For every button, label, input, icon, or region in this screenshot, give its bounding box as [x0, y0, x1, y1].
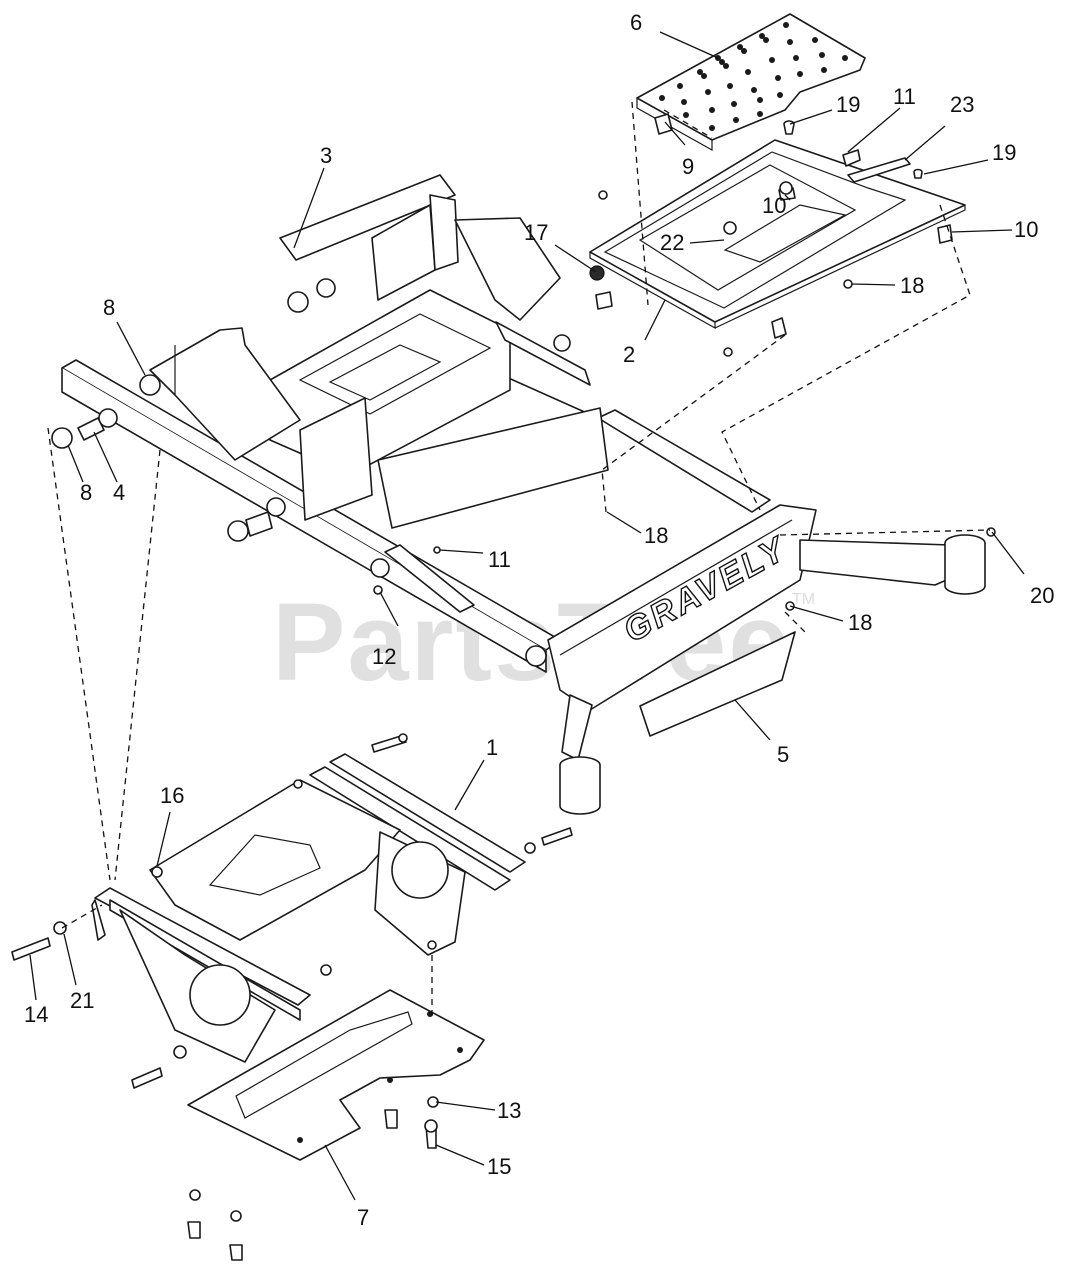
leader-lines	[29, 31, 1025, 1201]
callout-7: 7	[357, 1205, 369, 1230]
part-3-main-frame	[51, 174, 771, 673]
foot-plate-holes	[659, 22, 848, 131]
callout-8b: 8	[80, 480, 92, 505]
callout-11b: 12	[372, 644, 396, 669]
part-6-foot-plate	[636, 13, 866, 152]
callout-13: 13	[497, 1098, 521, 1123]
callout-8a: 8	[103, 295, 115, 320]
callout-20: 20	[1030, 583, 1054, 608]
watermark-trademark: TM	[792, 591, 815, 608]
callout-6: 6	[630, 10, 642, 35]
callout-11a: 11	[488, 547, 511, 572]
callout-16: 16	[160, 783, 184, 808]
callouts: 6 9 19 11 23 19 10 10 22 17 18 2 3 8 8 4…	[24, 10, 1054, 1230]
callout-1: 1	[486, 735, 498, 760]
assembly-lines	[47, 101, 991, 1020]
callout-5: 5	[777, 742, 789, 767]
callout-18a: 18	[900, 273, 924, 298]
part-1-seat-mount	[11, 733, 573, 1089]
callout-14: 14	[24, 1002, 48, 1027]
callout-23: 23	[950, 92, 974, 117]
callout-2: 2	[623, 342, 635, 367]
callout-4: 4	[113, 480, 125, 505]
callout-10a: 10	[762, 193, 786, 218]
callout-10b: 10	[1014, 217, 1038, 242]
callout-22: 22	[660, 230, 684, 255]
callout-18b: 18	[644, 523, 668, 548]
callout-9: 9	[682, 154, 694, 179]
lower-hardware	[187, 1096, 439, 1261]
callout-15: 15	[487, 1154, 511, 1179]
callout-19b: 19	[992, 140, 1016, 165]
callout-17: 17	[524, 220, 548, 245]
part-5-cover-plate	[639, 631, 796, 737]
callout-19a: 19	[836, 92, 860, 117]
callout-21: 21	[70, 988, 94, 1013]
callout-12: 11	[893, 84, 916, 109]
part-2-floor-pan	[589, 139, 966, 330]
callout-3: 3	[320, 143, 332, 168]
callout-18c: 18	[848, 610, 872, 635]
